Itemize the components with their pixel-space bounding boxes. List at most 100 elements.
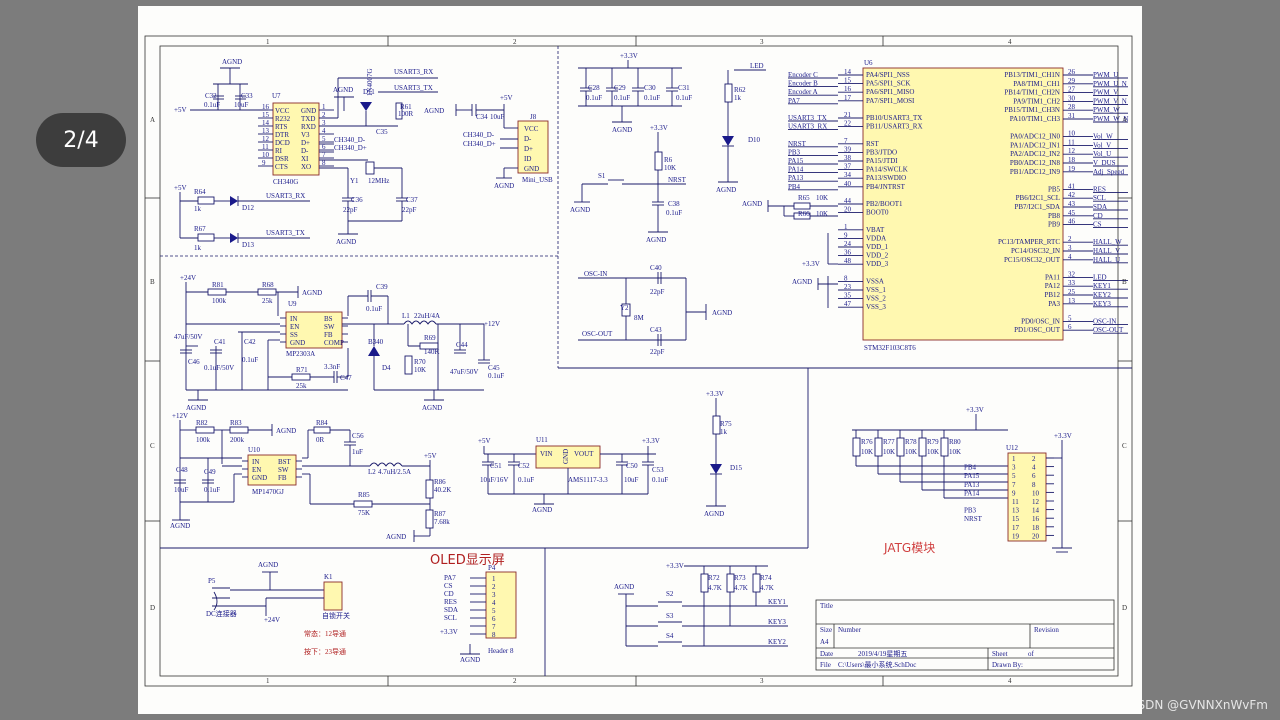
r87-resistor	[425, 509, 434, 529]
r65-resistor	[793, 202, 811, 210]
jtag-net-label: PB4	[964, 464, 977, 472]
s2-ref: S2	[666, 590, 674, 598]
mcu-left-pin-label: PB10/USART3_TX	[866, 114, 922, 122]
mcu-right-net-label: PWM_V_N	[1093, 97, 1127, 105]
u7-pin-number: 15	[262, 111, 270, 119]
mcu-right-pin-label: PA9/TIM1_CH2	[1013, 97, 1060, 105]
mcu-right-pin-number: 11	[1068, 138, 1075, 146]
d12-led-symbol	[230, 196, 238, 206]
usart3-tx-net: USART3_TX	[266, 229, 305, 237]
c42-ref: C42	[244, 338, 256, 346]
c37-ref: C37	[406, 196, 418, 204]
oled-net-label: SDA	[444, 606, 458, 614]
y1-crystal	[365, 161, 375, 175]
j8-pin-label: GND	[524, 165, 539, 173]
u9-pin-label: EN	[290, 323, 299, 331]
r80-resistor	[940, 437, 949, 457]
u12-pin-number: 20	[1032, 532, 1040, 540]
c38-ref: C38	[668, 200, 680, 208]
plus5v-label: +5V	[500, 94, 513, 102]
u12-pin-number: 16	[1032, 515, 1040, 523]
grid-col-4: 4	[1008, 38, 1012, 46]
mcu-left-net-label: USART3_TX	[788, 114, 827, 122]
mcu-right-net-label: HALL_W	[1093, 238, 1122, 246]
mcu-right-pin-number: 32	[1068, 270, 1076, 278]
ch340-dm-label: CH340_D-	[334, 136, 366, 144]
mcu-left-pin-number: 14	[844, 68, 852, 76]
mcu-right-net-label: Vol_U	[1093, 150, 1111, 158]
u12-pin-number: 19	[1012, 532, 1020, 540]
mcu-left-pin-label: VDDA	[866, 234, 886, 242]
r75-resistor	[712, 415, 721, 435]
u11-ref: U11	[536, 436, 548, 444]
r87-value: 7.68k	[434, 518, 450, 526]
agnd-label: AGND	[712, 309, 732, 317]
mcu-left-pin-number: 24	[844, 240, 852, 248]
c49-ref: C49	[204, 468, 216, 476]
mcu-left-net-label: Encoder C	[788, 71, 818, 79]
led-net: LED	[750, 62, 764, 70]
r81-resistor	[207, 288, 227, 296]
agnd-label: AGND	[186, 404, 206, 412]
mcu-right-net-label: KEY2	[1093, 291, 1111, 299]
r85-ref: R85	[358, 491, 370, 499]
osc-out-net: OSC-OUT	[582, 330, 613, 338]
r73-ref: R73	[734, 574, 746, 582]
title-block: Title Size A4 Number Revision Date 2019/…	[815, 599, 1115, 671]
c48-value: 10uF	[174, 486, 189, 494]
c35-ref: C35	[376, 128, 388, 136]
k1-ref: K1	[324, 573, 333, 581]
u7-pin-label: D-	[301, 147, 309, 155]
u10-pin-label: EN	[252, 466, 261, 474]
plus33-label: +3.3V	[642, 437, 660, 445]
mcu-right-pin-number: 19	[1068, 165, 1076, 173]
c50-ref: C50	[626, 462, 638, 470]
u10-pin-label: FB	[278, 474, 287, 482]
r71-resistor	[291, 373, 311, 381]
mcu-right-net-label: HALL_V	[1093, 247, 1120, 255]
mcu-right-pin-label: PA1/ADC12_IN1	[1010, 141, 1060, 149]
mcu-right-net-label: Vol_V	[1093, 141, 1111, 149]
mcu-right-pin-number: 46	[1068, 218, 1076, 226]
j8-pin-label: D+	[524, 145, 533, 153]
u7-pin-label: TXD	[301, 115, 315, 123]
d4-ref: D4	[382, 364, 391, 372]
agnd-label: AGND	[792, 278, 812, 286]
u7-pin-label: XO	[301, 163, 311, 171]
mcu-right-net-label: CD	[1093, 212, 1103, 220]
schematic-drawing: 1 2 3 4 1 2 3 4 A B C D A B C D AGND +5V…	[144, 35, 1133, 687]
mcu-right-pin-label: PD1/OSC_OUT	[1014, 326, 1061, 334]
keys-section: +3.3V R72 4.7K R73 4.7K R74 4.7K AGND S2…	[614, 562, 788, 647]
mcu-left-pin-label: PA6/SPI1_MISO	[866, 88, 914, 96]
ch340-dp-net: CH340_D+	[463, 140, 496, 148]
agnd-label: AGND	[532, 506, 552, 514]
c29-value: 0.1uF	[614, 94, 630, 102]
mcu-right-pin-number: 25	[1068, 288, 1076, 296]
mcu-left-pin-label: VDD_1	[866, 243, 889, 251]
p4-pin-number: 1	[492, 575, 496, 583]
oled-net-label: CD	[444, 590, 454, 598]
title-label: Title	[820, 602, 833, 610]
r85-value: 75K	[358, 509, 370, 517]
jtag-net-label: PA14	[964, 489, 980, 497]
mcu-left-net-label: PB3	[788, 148, 801, 156]
u9-pin-label: IN	[290, 315, 297, 323]
l2-ref: L2	[368, 468, 376, 476]
u7-ch340g-chip	[272, 102, 320, 176]
key2-net: KEY2	[768, 638, 786, 646]
mcu-right-pin-label: PB1/ADC12_IN9	[1010, 168, 1061, 176]
power-led-section: +3.3V R75 1k D15 AGND	[704, 390, 743, 518]
r83-ref: R83	[230, 419, 242, 427]
u7-pin-number: 13	[262, 127, 270, 135]
u7-pin-label: VCC	[275, 107, 290, 115]
mcu-left-pin-number: 34	[844, 171, 852, 179]
s4-ref: S4	[666, 632, 674, 640]
u7-pin-number: 2	[322, 111, 326, 119]
mcu-right-net-label: SDA	[1093, 203, 1107, 211]
mcu-right-pin-label: PA12	[1045, 282, 1061, 290]
u7-pin-label: XI	[301, 155, 309, 163]
d15-led-symbol	[710, 464, 722, 474]
u12-pin-number: 11	[1012, 498, 1019, 506]
u11-part: AMS1117-3.3	[568, 476, 608, 484]
